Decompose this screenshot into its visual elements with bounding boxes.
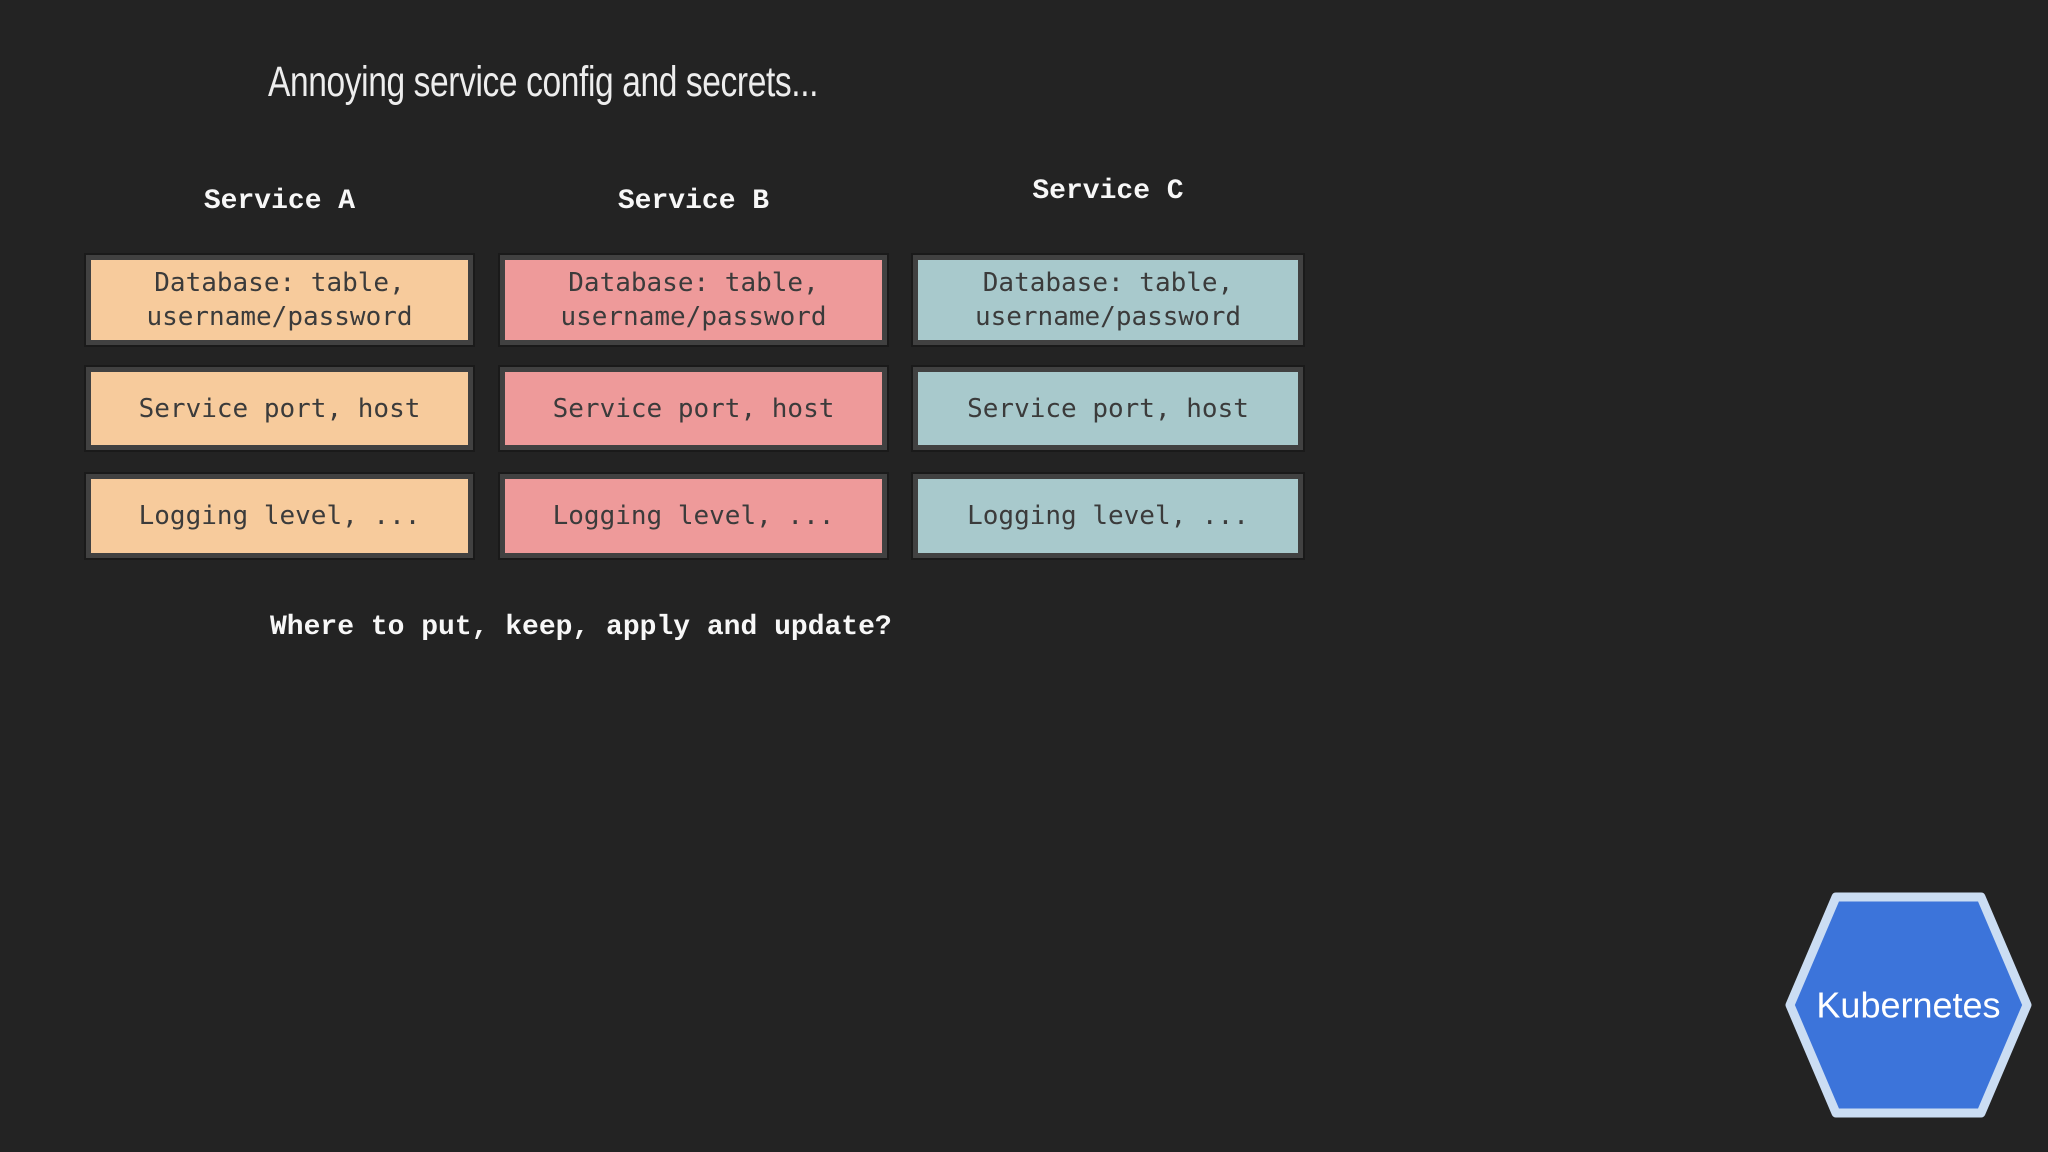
- service-c-column: Service C Database: table, username/pass…: [913, 176, 1303, 566]
- service-b-database-label: Database: table, username/password: [560, 268, 827, 332]
- service-b-header: Service B: [617, 186, 770, 217]
- service-c-database-box: Database: table, username/password: [913, 255, 1303, 345]
- service-a-database-box: Database: table, username/password: [86, 255, 473, 345]
- question-text: Where to put, keep, apply and update?: [270, 612, 892, 643]
- service-c-port-host-box: Service port, host: [913, 367, 1303, 450]
- service-a-database-label: Database: table, username/password: [146, 268, 413, 332]
- service-b-logging-box: Logging level, ...: [500, 474, 887, 558]
- service-c-header: Service C: [1032, 176, 1184, 207]
- service-a-header: Service A: [203, 186, 356, 217]
- hexagon-icon: Kubernetes: [1785, 892, 2032, 1118]
- service-a-column: Service A Database: table, username/pass…: [86, 186, 473, 566]
- service-c-logging-box: Logging level, ...: [913, 474, 1303, 558]
- service-a-port-host-box: Service port, host: [86, 367, 473, 450]
- service-c-database-label: Database: table, username/password: [974, 268, 1242, 332]
- hexagon-shape: [1785, 892, 2032, 1118]
- slide-title: Annoying service config and secrets...: [268, 58, 819, 106]
- service-c-port-host-label: Service port, host: [967, 393, 1249, 424]
- service-b-port-host-box: Service port, host: [500, 367, 887, 450]
- kubernetes-label: Kubernetes: [1816, 985, 2000, 1026]
- service-a-port-host-label: Service port, host: [138, 393, 421, 424]
- kubernetes-hexagon: Kubernetes: [1785, 892, 2032, 1118]
- service-b-logging-label: Logging level, ...: [552, 501, 835, 531]
- service-b-database-box: Database: table, username/password: [500, 255, 887, 345]
- service-b-column: Service B Database: table, username/pass…: [500, 186, 887, 566]
- service-c-logging-label: Logging level, ...: [967, 501, 1249, 531]
- service-a-logging-box: Logging level, ...: [86, 474, 473, 558]
- service-a-logging-label: Logging level, ...: [138, 501, 421, 531]
- service-b-port-host-label: Service port, host: [552, 393, 835, 424]
